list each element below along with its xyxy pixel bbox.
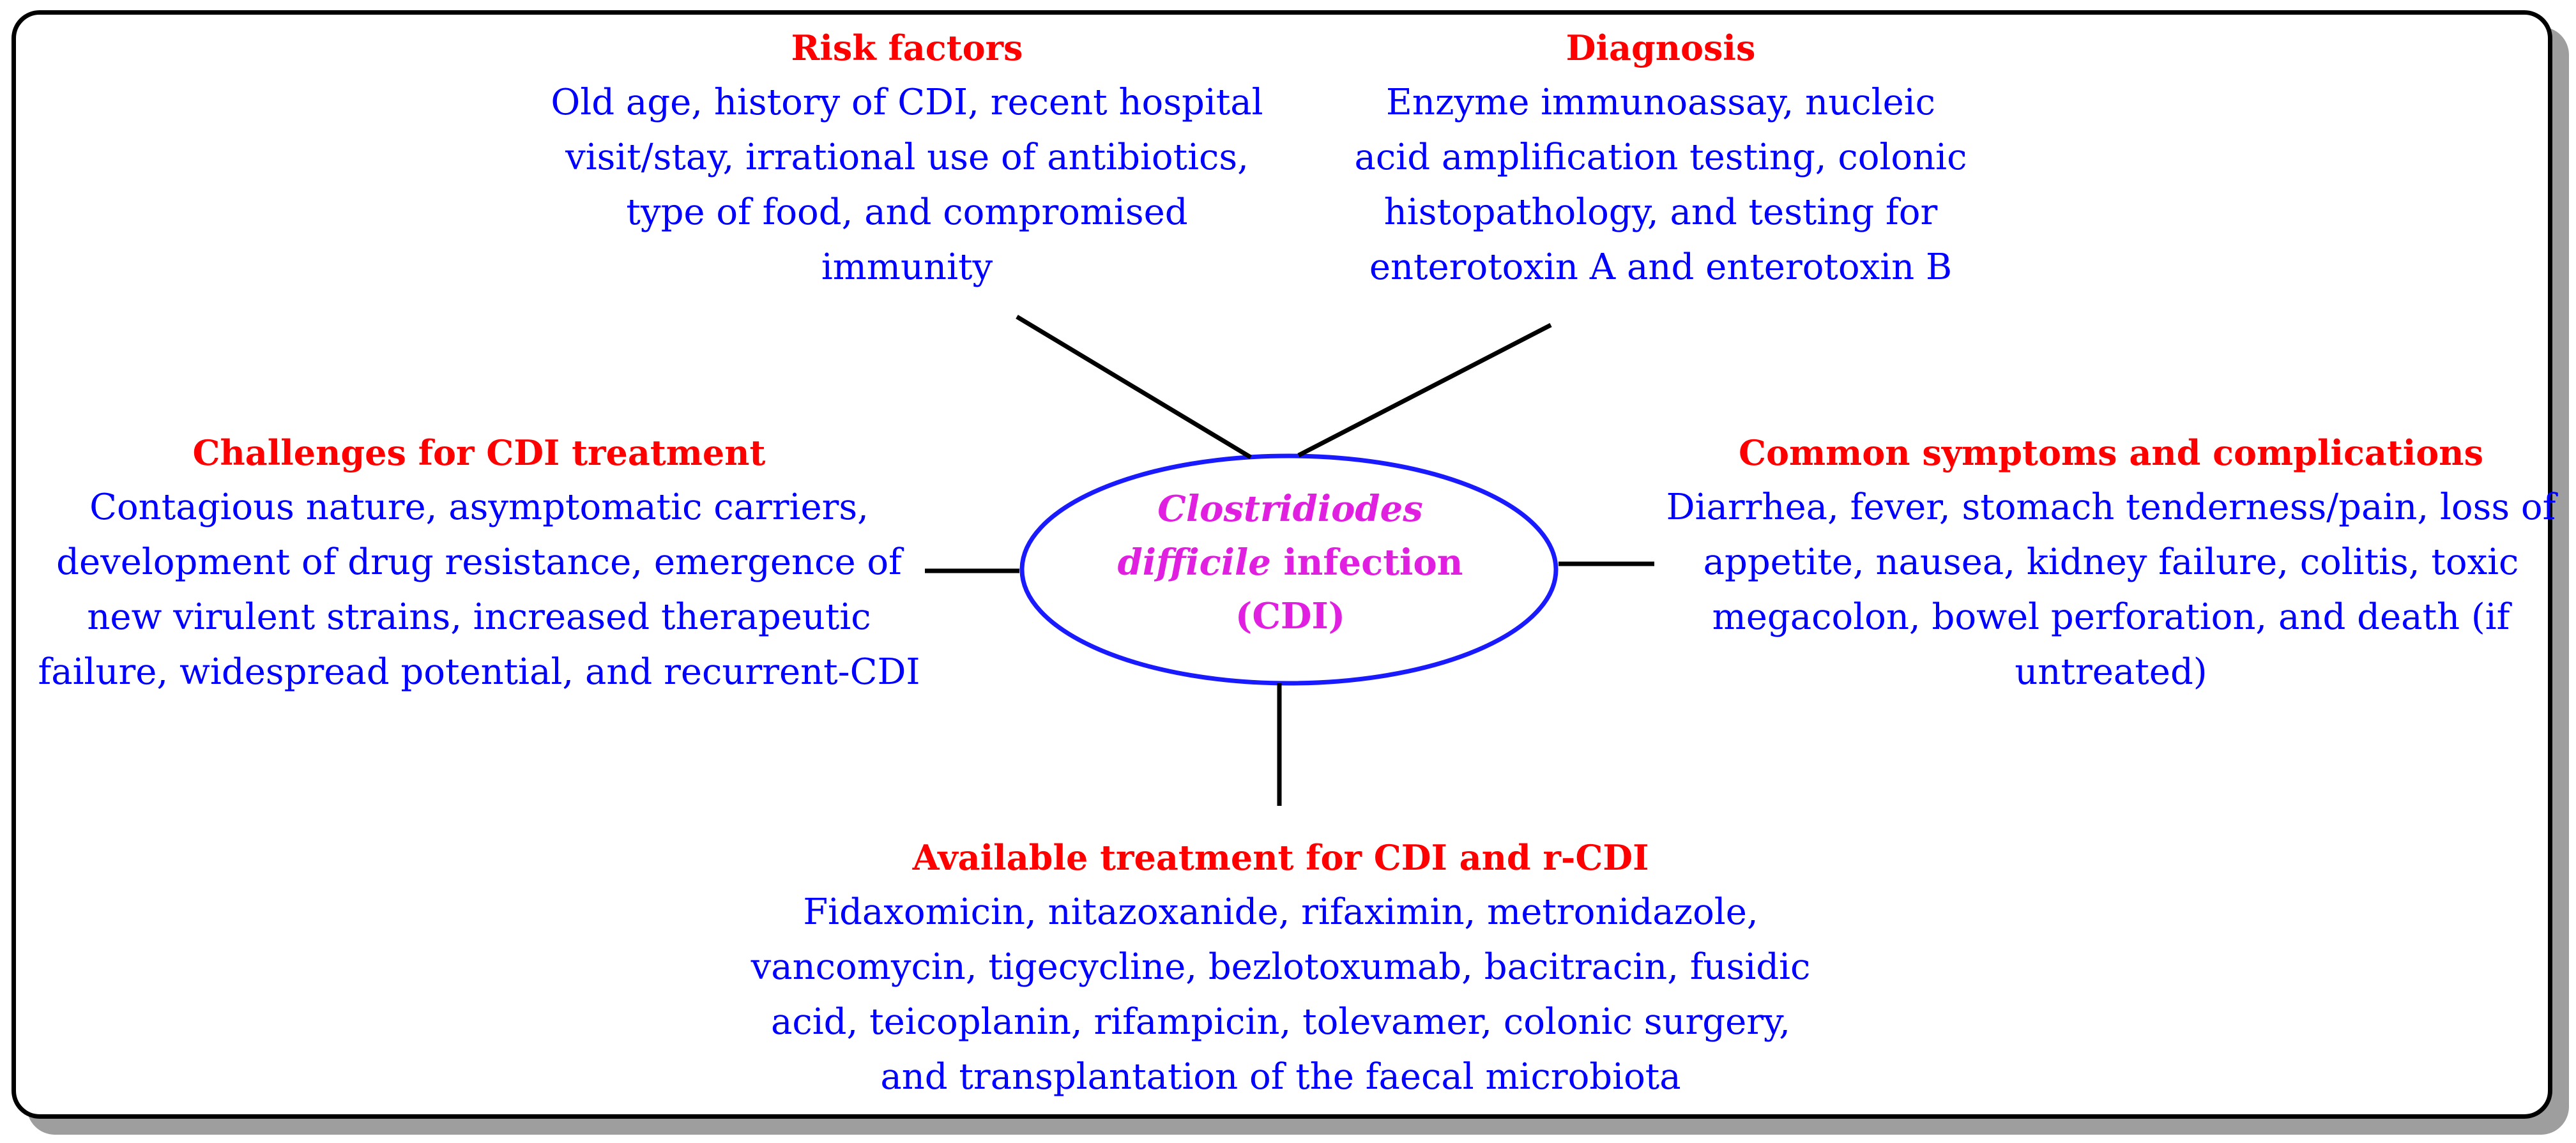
treatment-block: Available treatment for CDI and r-CDI Fi… (741, 830, 1820, 1105)
text-line: new virulent strains, increased therapeu… (87, 596, 871, 638)
text-line: and transplantation of the faecal microb… (880, 1056, 1681, 1098)
text-line: acid, teicoplanin, rifampicin, tolevamer… (770, 1001, 1791, 1043)
risk-factors-block: Risk factors Old age, history of CDI, re… (476, 20, 1338, 295)
text-line: Enzyme immunoassay, nucleic (1386, 82, 1935, 123)
challenges-text: Contagious nature, asymptomatic carriers… (13, 480, 945, 700)
arrow-to-risk-factors (1016, 315, 1252, 459)
symptoms-text: Diarrhea, fever, stomach tenderness/pain… (1654, 480, 2568, 700)
text-line: development of drug resistance, emergenc… (56, 541, 902, 583)
text-line: failure, widespread potential, and recur… (38, 651, 920, 693)
diagnosis-title: Diagnosis (1566, 27, 1756, 68)
text-line: Diarrhea, fever, stomach tenderness/pain… (1666, 487, 2556, 528)
symptoms-title: Common symptoms and complications (1739, 432, 2483, 473)
text-line: type of food, and compromised (626, 192, 1188, 233)
arrow-to-diagnosis (1297, 322, 1552, 458)
text-line: vancomycin, tigecycline, bezlotoxumab, b… (751, 946, 1811, 988)
challenges-block: Challenges for CDI treatment Contagious … (13, 425, 945, 700)
risk-factors-title: Risk factors (791, 27, 1023, 68)
text-line: enterotoxin A and enterotoxin B (1369, 246, 1953, 288)
text-line: untreated) (2015, 651, 2207, 693)
text-line: visit/stay, irrational use of antibiotic… (565, 137, 1249, 178)
risk-factors-text: Old age, history of CDI, recent hospital… (476, 75, 1338, 295)
diagnosis-block: Diagnosis Enzyme immunoassay, nucleic ac… (1309, 20, 2012, 295)
treatment-title: Available treatment for CDI and r-CDI (912, 837, 1649, 878)
text-line: Contagious nature, asymptomatic carriers… (89, 487, 869, 528)
text-line: histopathology, and testing for (1383, 192, 1938, 233)
text-line: Fidaxomicin, nitazoxanide, rifaximin, me… (803, 891, 1758, 933)
text-line: immunity (821, 246, 993, 288)
center-label-italic: difficile (1117, 541, 1271, 584)
text-line: acid amplification testing, colonic (1354, 137, 1967, 178)
challenges-title: Challenges for CDI treatment (192, 432, 766, 473)
text-line: Old age, history of CDI, recent hospital (551, 82, 1263, 123)
center-label-line1: Clostridiodes (1157, 488, 1423, 530)
symptoms-block: Common symptoms and complications Diarrh… (1654, 425, 2568, 700)
center-ellipse (1019, 453, 1559, 686)
diagnosis-text: Enzyme immunoassay, nucleic acid amplifi… (1309, 75, 2012, 295)
center-label-line3: (CDI) (1235, 595, 1346, 637)
center-label: Clostridiodes difficile infection (CDI) (1016, 482, 1565, 643)
center-label-line2: difficile infection (1016, 536, 1565, 589)
text-line: megacolon, bowel perforation, and death … (1712, 596, 2510, 638)
treatment-text: Fidaxomicin, nitazoxanide, rifaximin, me… (741, 885, 1820, 1105)
text-line: appetite, nausea, kidney failure, coliti… (1703, 541, 2519, 583)
center-label-rest: infection (1270, 541, 1463, 584)
